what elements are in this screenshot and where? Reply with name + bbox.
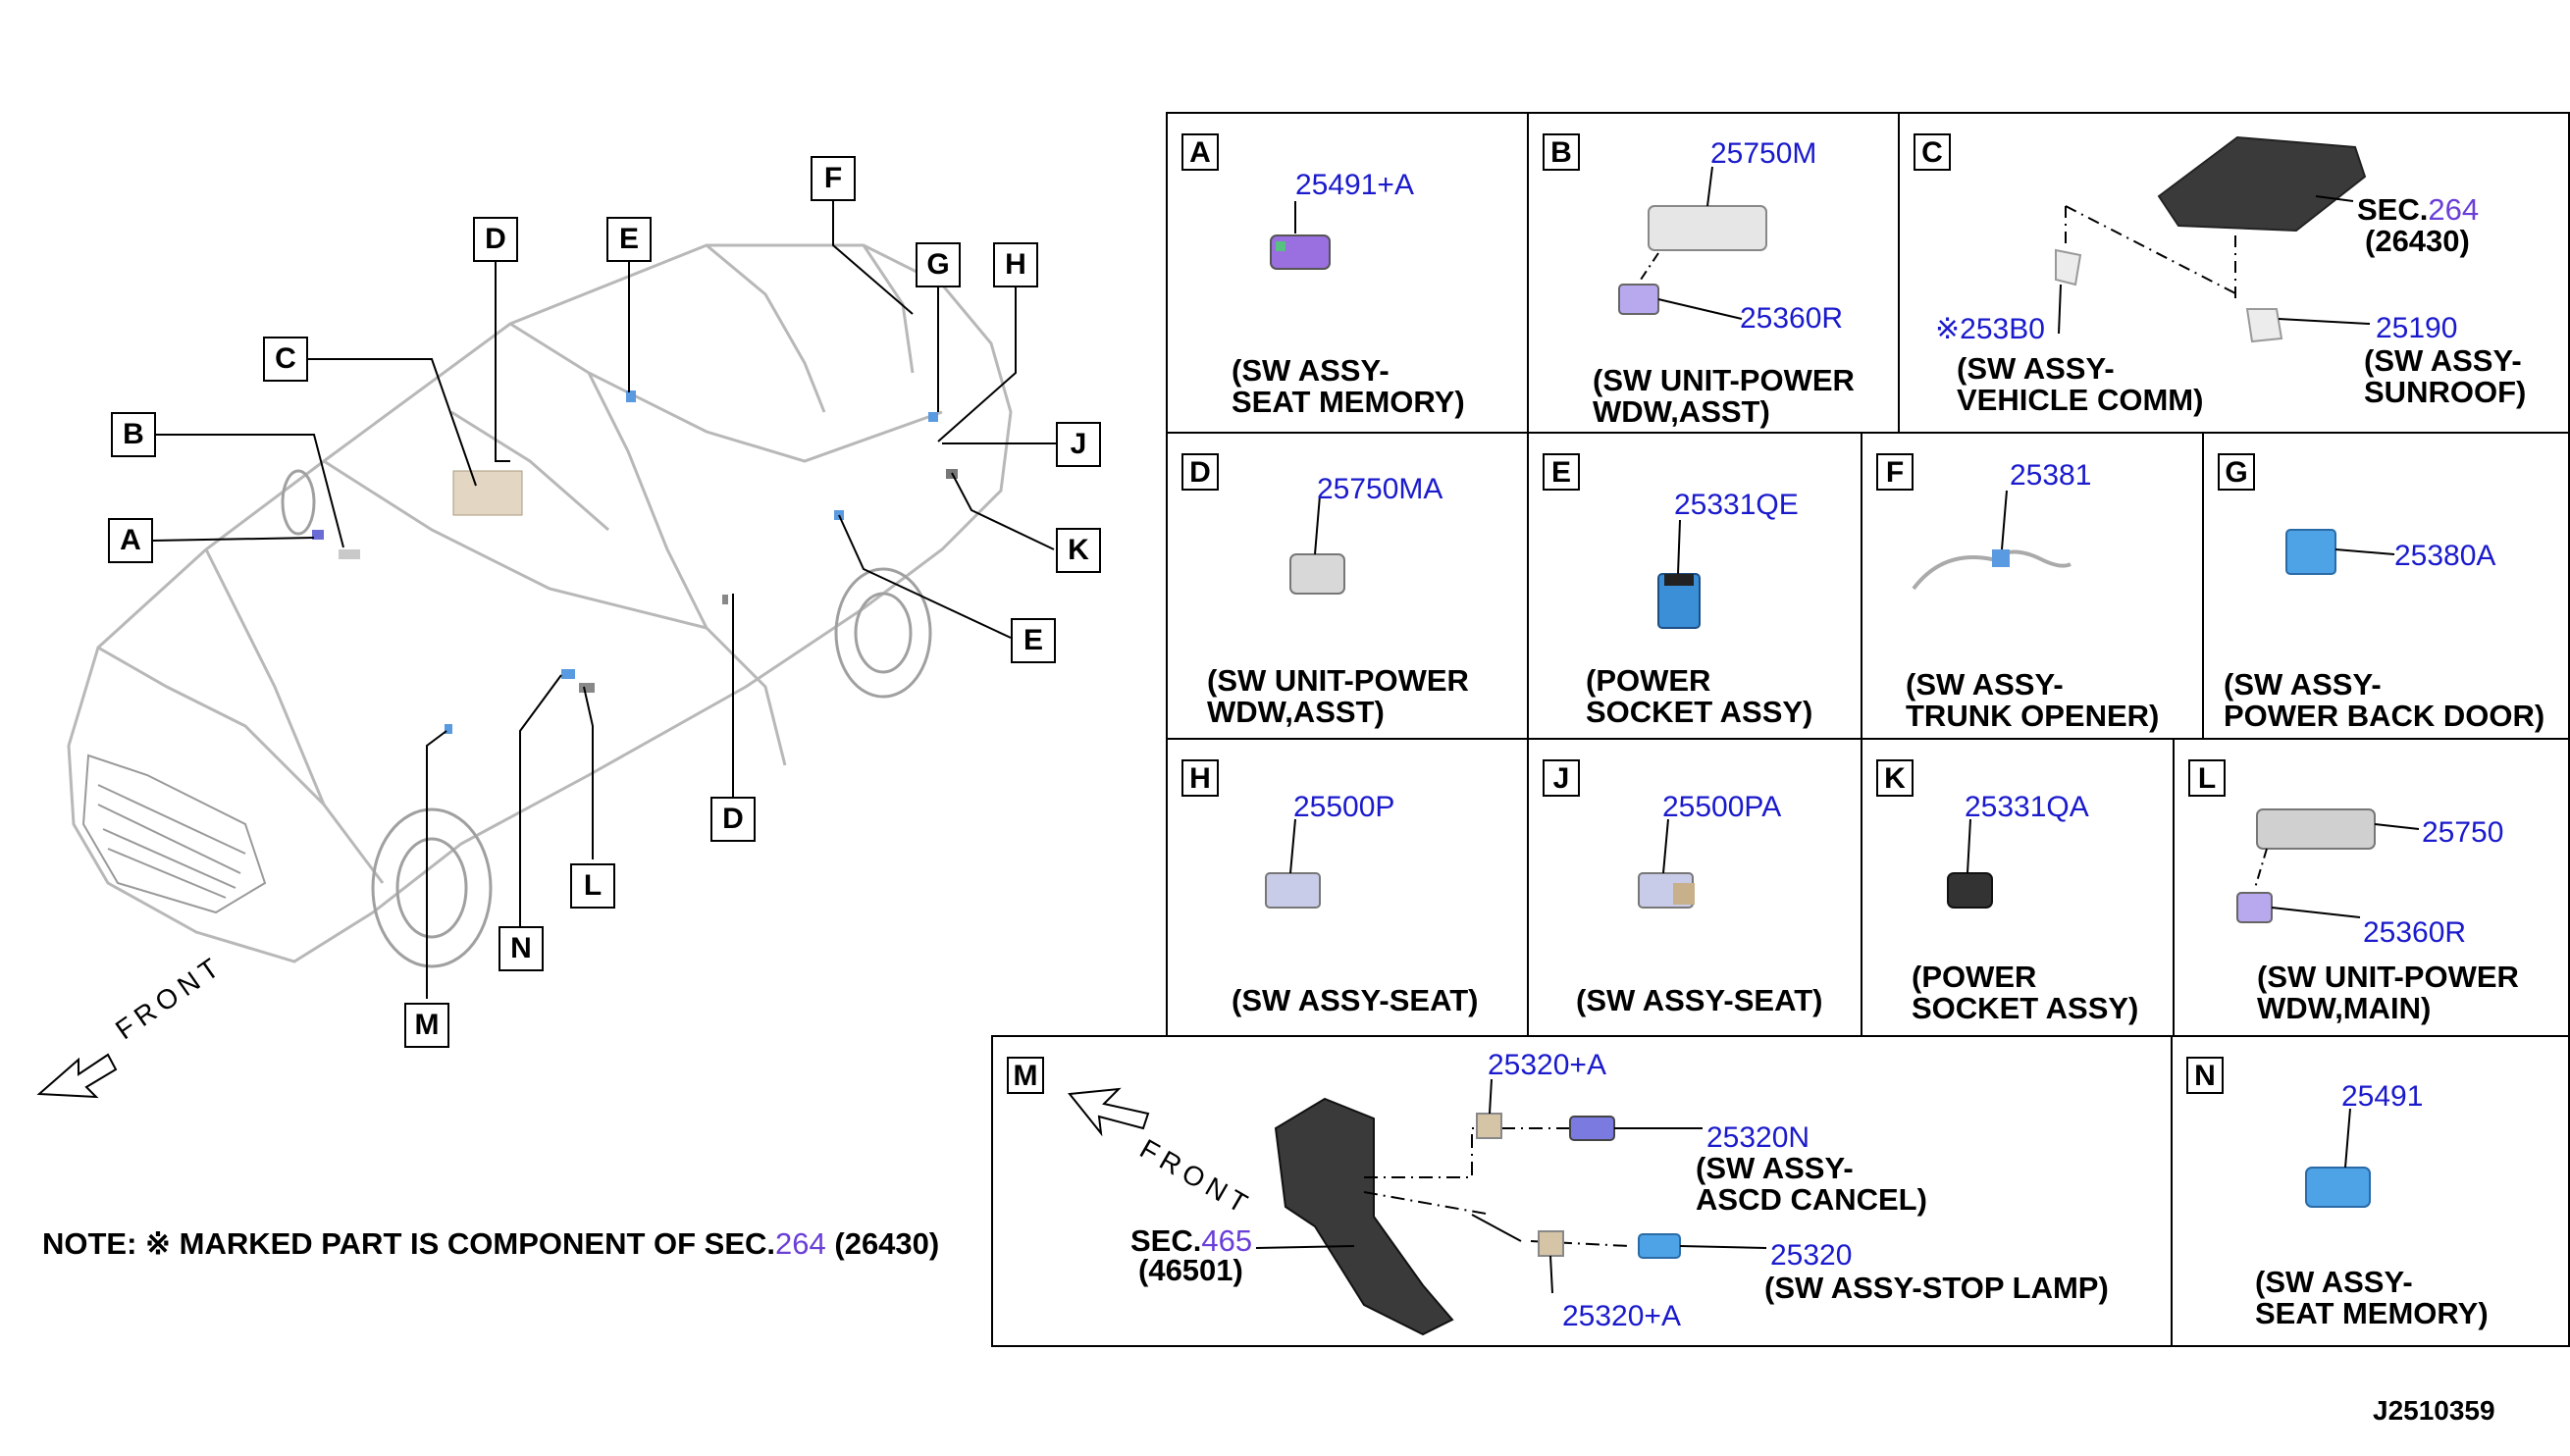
callout-n: N bbox=[498, 926, 544, 971]
part-number: 25320+A bbox=[1562, 1300, 1681, 1332]
part-description: (SW UNIT-POWER WDW,MAIN) bbox=[2257, 960, 2519, 1025]
panel-d: D 25750MA (SW UNIT-POWER WDW,ASST) bbox=[1166, 432, 1529, 740]
panel-a: A 25491+A (SW ASSY- SEAT MEMORY) bbox=[1166, 112, 1529, 434]
part-description: (SW UNIT-POWER WDW,ASST) bbox=[1207, 663, 1469, 729]
part-description: (SW ASSY- SEAT MEMORY) bbox=[1232, 353, 1465, 419]
panel-l: L 25750 25360R (SW UNIT-POWER WDW,MAIN) bbox=[2173, 738, 2570, 1037]
part-description: (SW ASSY-STOP LAMP) bbox=[1764, 1271, 2109, 1305]
part-number: 25190 bbox=[2376, 312, 2458, 344]
part-number: 25750 bbox=[2422, 816, 2504, 849]
panel-letter: K bbox=[1876, 759, 1914, 797]
part-description: (SW ASSY-SEAT) bbox=[1576, 983, 1823, 1017]
part-number: 25491+A bbox=[1295, 169, 1414, 201]
part-number: 25750M bbox=[1710, 137, 1817, 170]
panel-h: H 25500P (SW ASSY-SEAT) bbox=[1166, 738, 1529, 1037]
callout-k: K bbox=[1056, 528, 1101, 573]
callout-c: C bbox=[263, 337, 308, 382]
part-description: (SW ASSY-SEAT) bbox=[1232, 983, 1479, 1017]
panel-g: G 25380A (SW ASSY- POWER BACK DOOR) bbox=[2202, 432, 2570, 740]
callout-l: L bbox=[570, 863, 615, 909]
part-number: 25380A bbox=[2394, 540, 2496, 572]
panel-n: N 25491 (SW ASSY- SEAT MEMORY) bbox=[2171, 1035, 2570, 1347]
marked-part-number: ※253B0 bbox=[1935, 313, 2045, 345]
sec-number: 264 bbox=[2428, 192, 2480, 227]
callout-e-top: E bbox=[606, 217, 652, 262]
sec-prefix: SEC. bbox=[2357, 192, 2429, 227]
panel-letter: L bbox=[2188, 759, 2226, 797]
note-sec: 264 bbox=[775, 1226, 826, 1261]
sec-number: 465 bbox=[1201, 1223, 1253, 1258]
panel-letter: F bbox=[1876, 453, 1914, 491]
callout-j: J bbox=[1056, 422, 1101, 467]
callout-b: B bbox=[111, 412, 156, 457]
panel-letter: J bbox=[1543, 759, 1580, 797]
sec-prefix: SEC. bbox=[1130, 1223, 1202, 1258]
diagram-id: J2510359 bbox=[2373, 1395, 2495, 1426]
callout-f: F bbox=[811, 156, 856, 201]
part-number: 25320N bbox=[1706, 1121, 1810, 1154]
part-description: (SW ASSY- ASCD CANCEL) bbox=[1696, 1151, 1927, 1217]
front-label: FRONT bbox=[1134, 1133, 1258, 1222]
part-number: 25360R bbox=[2363, 916, 2467, 949]
panel-letter: C bbox=[1914, 133, 1951, 171]
part-description: (SW UNIT-POWER WDW,ASST) bbox=[1593, 363, 1855, 429]
note-text: NOTE: ※ MARKED PART IS COMPONENT OF SEC.… bbox=[42, 1226, 939, 1262]
part-number: 25500PA bbox=[1662, 791, 1782, 823]
part-description: (POWER SOCKET ASSY) bbox=[1586, 663, 1813, 729]
part-description: (SW ASSY- TRUNK OPENER) bbox=[1906, 667, 2160, 733]
part-description: (POWER SOCKET ASSY) bbox=[1912, 960, 2139, 1025]
part-description: (SW ASSY- POWER BACK DOOR) bbox=[2224, 667, 2545, 733]
part-number: 25331QA bbox=[1965, 791, 2089, 823]
part-number: 25331QE bbox=[1674, 489, 1799, 521]
panel-letter: H bbox=[1181, 759, 1219, 797]
panel-f: F 25381 (SW ASSY- TRUNK OPENER) bbox=[1861, 432, 2204, 740]
part-description: (SW ASSY- VEHICLE COMM) bbox=[1957, 351, 2204, 417]
part-number: 25381 bbox=[2010, 459, 2092, 492]
part-number: 25500P bbox=[1293, 791, 1395, 823]
panel-letter: D bbox=[1181, 453, 1219, 491]
part-number: 25491 bbox=[2341, 1080, 2424, 1113]
sec-code: (26430) bbox=[2365, 224, 2470, 258]
panel-k: K 25331QA (POWER SOCKET ASSY) bbox=[1861, 738, 2175, 1037]
panel-c: C SEC.264 (26430) ※253B0 (SW ASSY- VEHIC… bbox=[1898, 112, 2570, 434]
callout-e-right: E bbox=[1011, 618, 1056, 663]
part-number: 25750MA bbox=[1317, 473, 1443, 505]
panel-letter: E bbox=[1543, 453, 1580, 491]
panel-b: B 25750M 25360R (SW UNIT-POWER WDW,ASST) bbox=[1527, 112, 1900, 434]
sec-code: (46501) bbox=[1138, 1253, 1243, 1287]
part-number: 25320+A bbox=[1488, 1049, 1606, 1081]
panel-e: E 25331QE (POWER SOCKET ASSY) bbox=[1527, 432, 1862, 740]
callout-h: H bbox=[993, 242, 1038, 287]
note-suffix: (26430) bbox=[825, 1226, 940, 1261]
part-number: 25360R bbox=[1740, 302, 1844, 335]
panel-letter: M bbox=[1007, 1057, 1044, 1094]
panel-j: J 25500PA (SW ASSY-SEAT) bbox=[1527, 738, 1862, 1037]
panel-letter: B bbox=[1543, 133, 1580, 171]
callout-d-top: D bbox=[473, 217, 518, 262]
callout-m: M bbox=[404, 1003, 449, 1048]
part-number: 25320 bbox=[1770, 1239, 1853, 1272]
panel-m: M FRONT 25320+A 25320N (SW ASSY- ASCD CA… bbox=[991, 1035, 2173, 1347]
part-description: (SW ASSY- SEAT MEMORY) bbox=[2255, 1265, 2489, 1330]
panel-letter: G bbox=[2218, 453, 2255, 491]
part-description: (SW ASSY- SUNROOF) bbox=[2364, 343, 2527, 409]
panel-letter: A bbox=[1181, 133, 1219, 171]
callout-g: G bbox=[916, 242, 961, 287]
callout-a: A bbox=[108, 518, 153, 563]
note-prefix: NOTE: ※ MARKED PART IS COMPONENT OF SEC. bbox=[42, 1226, 776, 1261]
panel-letter: N bbox=[2186, 1057, 2224, 1094]
sec-reference: SEC.465 bbox=[1130, 1225, 1252, 1257]
sec-reference: SEC.264 bbox=[2357, 194, 2479, 226]
callout-d-bottom: D bbox=[710, 797, 756, 842]
